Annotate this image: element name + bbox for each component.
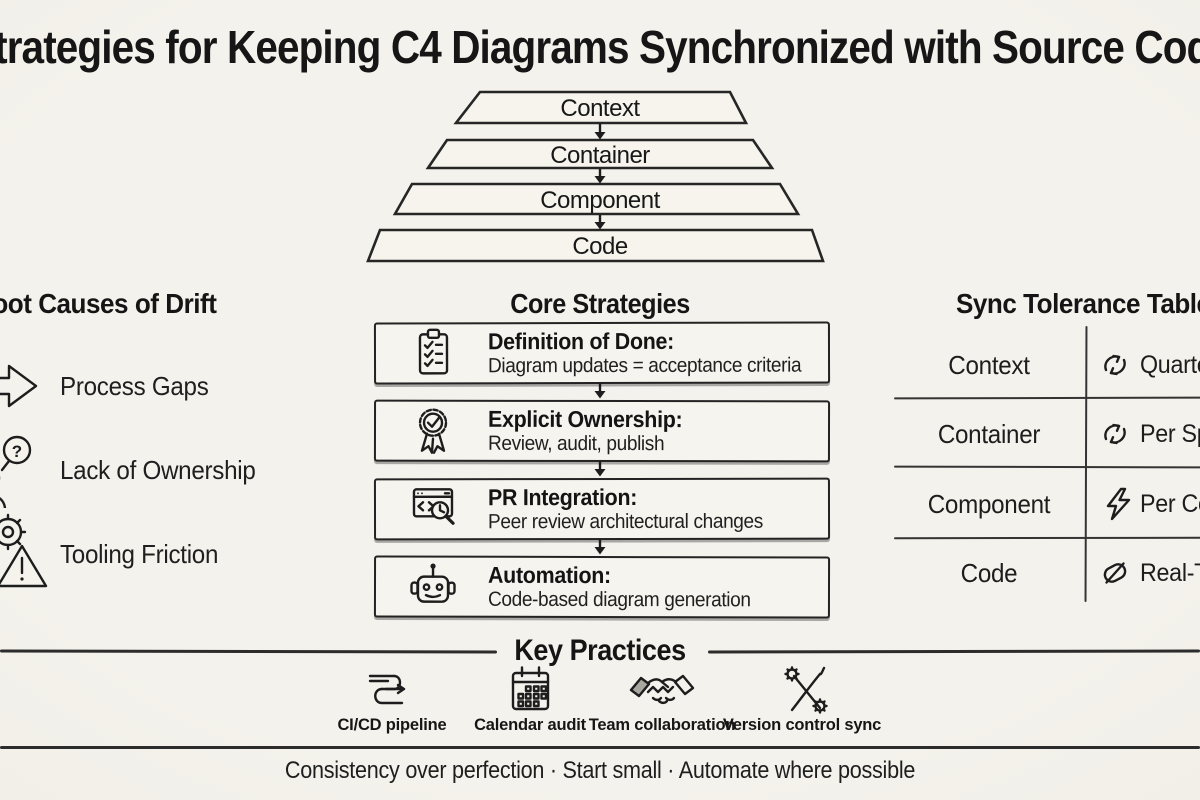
cause-label-process-gaps: Process Gaps — [60, 371, 209, 401]
cicd-pipeline-icon — [364, 666, 420, 716]
key-practices-divider-right — [707, 649, 1200, 654]
c4-pyramid-diagram: Context Container Component Code — [366, 90, 825, 263]
key-practice-label-cicd: CI/CD pipeline — [337, 716, 447, 734]
footer-divider — [0, 746, 1200, 749]
root-causes-heading-text: Root Causes of Drift — [0, 288, 217, 319]
award-ribbon-icon — [406, 404, 460, 458]
table-cell-level-code: Code — [960, 558, 1018, 588]
cause-row-lack-of-ownership: Lack of Ownership — [60, 455, 270, 486]
clipboard-checklist-icon — [406, 326, 460, 380]
strategy-subtitle-automation: Code-based diagram generation — [487, 588, 751, 612]
strategy-card-automation: Automation: Code-based diagram generatio… — [373, 555, 831, 619]
strategy-title-automation: Automation: — [487, 562, 611, 589]
strategy-subtitle-definition-of-done: Diagram updates = acceptance criteria — [488, 353, 802, 378]
strategy-subtitle-explicit-ownership: Review, audit, publish — [487, 432, 665, 456]
table-row-divider — [893, 465, 1200, 469]
down-arrow-icon — [594, 539, 606, 555]
table-row-divider — [893, 396, 1200, 400]
page-title: Strategies for Keeping C4 Diagrams Synch… — [0, 21, 1200, 73]
block-arrow-icon — [0, 356, 42, 416]
table-cell-tolerance-context: Quarterly — [1140, 351, 1200, 380]
table-cell-level-container: Container — [937, 419, 1041, 449]
sync-table-heading-text: Sync Tolerance Table — [956, 288, 1200, 319]
strategy-card-explicit-ownership: Explicit Ownership: Review, audit, publi… — [373, 399, 831, 463]
strategy-card-definition-of-done: Definition of Done: Diagram updates = ac… — [373, 321, 831, 385]
sync-table-heading: Sync Tolerance Table — [956, 288, 1200, 320]
version-control-icon — [778, 662, 834, 718]
pyramid-level-context: Context — [560, 95, 640, 122]
table-cell-level-context: Context — [948, 350, 1030, 380]
pyramid-arrowhead-icon — [594, 132, 606, 140]
tolerance-text: Real-Time — [1140, 559, 1200, 587]
footer-tagline: Consistency over perfection · Start smal… — [284, 757, 916, 784]
sync-arrows-icon — [1100, 350, 1130, 380]
cause-label-tooling-friction: Tooling Friction — [60, 539, 219, 569]
core-strategies-heading-text: Core Strategies — [510, 288, 690, 319]
sync-arrows-icon — [1100, 419, 1130, 449]
root-causes-heading: Root Causes of Drift — [0, 288, 235, 320]
pyramid-level-code: Code — [572, 233, 628, 260]
person-question-icon: ? — [0, 434, 37, 508]
strategy-subtitle-pr-integration: Peer review architectural changes — [488, 510, 763, 534]
pyramid-band-code — [366, 228, 825, 263]
calendar-icon — [505, 663, 555, 717]
lightning-icon — [1102, 487, 1134, 521]
slashed-circle-icon — [1100, 558, 1130, 588]
key-practice-label-calendar-audit: Calendar audit — [474, 716, 586, 734]
pyramid-band-context — [453, 90, 749, 125]
pyramid-level-component: Component — [540, 187, 660, 214]
key-practice-label-version-control-sync: Version control sync — [722, 716, 882, 734]
key-practice-label-team-collaboration: Team collaboration — [588, 716, 736, 734]
strategy-title-definition-of-done: Definition of Done: — [487, 328, 675, 355]
table-cell-tolerance-container: Per Sprint — [1140, 420, 1200, 449]
key-practices-heading: Key Practices — [505, 634, 695, 668]
table-cell-tolerance-component: Per Commit — [1140, 490, 1200, 519]
down-arrow-icon — [594, 461, 606, 477]
pyramid-band-component — [392, 182, 801, 216]
table-row-divider — [893, 536, 1200, 540]
key-practices-heading-text: Key Practices — [514, 634, 686, 667]
table-column-divider — [1084, 325, 1088, 603]
pyramid-level-container: Container — [550, 142, 650, 169]
core-strategies-heading: Core Strategies — [500, 288, 699, 320]
pyramid-arrowhead-icon — [594, 176, 606, 184]
table-cell-tolerance-code: Real-Time — [1140, 559, 1200, 588]
pyramid-band-container — [425, 138, 775, 170]
robot-icon — [406, 563, 460, 614]
pyramid-arrowhead-icon — [594, 222, 606, 230]
key-practices-divider-left — [0, 649, 498, 654]
strategy-card-pr-integration: PR Integration: Peer review architectura… — [373, 477, 831, 541]
tolerance-text: Per Sprint — [1140, 420, 1200, 448]
svg-text:?: ? — [12, 442, 22, 461]
handshake-icon — [628, 668, 696, 714]
code-review-icon — [406, 482, 460, 536]
gear-warning-icon — [0, 512, 50, 592]
down-arrow-icon — [594, 383, 606, 399]
strategy-title-pr-integration: PR Integration: — [487, 484, 638, 511]
cause-label-lack-of-ownership: Lack of Ownership — [60, 455, 256, 485]
cause-row-process-gaps: Process Gaps — [60, 371, 220, 402]
table-cell-level-component: Component — [927, 489, 1051, 519]
tolerance-text: Quarterly — [1140, 351, 1200, 379]
cause-row-tooling-friction: Tooling Friction — [60, 539, 230, 570]
tolerance-text: Per Commit — [1140, 490, 1200, 518]
strategy-title-explicit-ownership: Explicit Ownership: — [487, 406, 683, 433]
